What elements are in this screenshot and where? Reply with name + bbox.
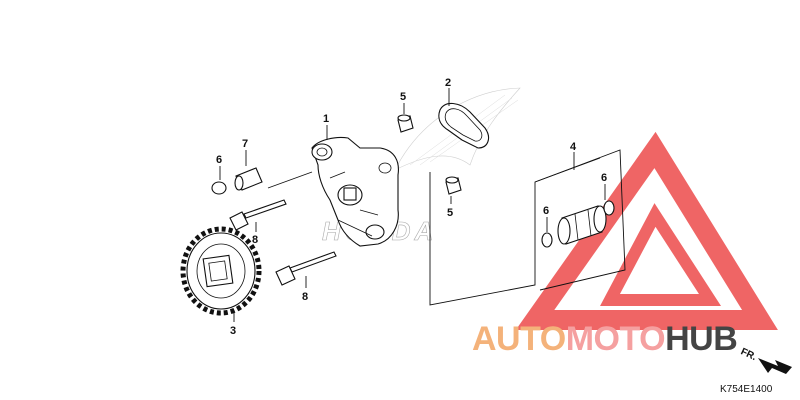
dowel-pin-lower[interactable] [445,176,462,195]
callout-7: 7 [242,138,248,150]
dowel-pin-upper[interactable] [397,114,414,133]
oil-pipe[interactable] [557,205,607,245]
flange-bolt-upper[interactable] [229,199,287,231]
oil-pump-body[interactable] [311,136,399,247]
callout-labels: 1 2 3 4 5 5 6 6 6 7 8 8 [216,77,607,337]
callout-8b: 8 [302,291,308,303]
front-direction-indicator: FR. [739,346,792,374]
callout-6c: 6 [601,172,607,184]
flange-bolt-lower[interactable] [275,251,337,286]
o-ring-pipe-upper[interactable] [603,200,615,216]
o-ring-left[interactable] [211,181,227,195]
callout-4: 4 [570,141,577,153]
callout-1: 1 [323,113,329,125]
leader-lines [219,88,606,322]
diagram-code: K754E1400 [720,384,773,395]
watermark-moto: MOTO [566,320,665,358]
front-arrow-icon [758,358,792,374]
gasket[interactable] [438,102,490,149]
collar[interactable] [234,167,263,191]
assembly-outline [429,149,626,306]
watermark-triangle-logo [515,131,778,330]
callout-2: 2 [445,77,451,89]
watermark-auto: AUTO [472,320,566,358]
callout-5b: 5 [447,207,453,219]
callout-8a: 8 [252,234,258,246]
callout-5a: 5 [400,91,406,103]
watermark-automotohub: AUTOMOTOHUB [472,320,738,358]
callout-6b: 6 [543,205,549,217]
o-ring-pipe-lower[interactable] [541,232,553,248]
svg-text:AUTOMOTOHUB: AUTOMOTOHUB [472,320,737,358]
pump-driven-gear[interactable] [180,226,262,316]
callout-3: 3 [230,325,236,337]
front-label: FR. [739,346,758,363]
watermark-hub: HUB [665,320,737,358]
callout-6a: 6 [216,154,222,166]
